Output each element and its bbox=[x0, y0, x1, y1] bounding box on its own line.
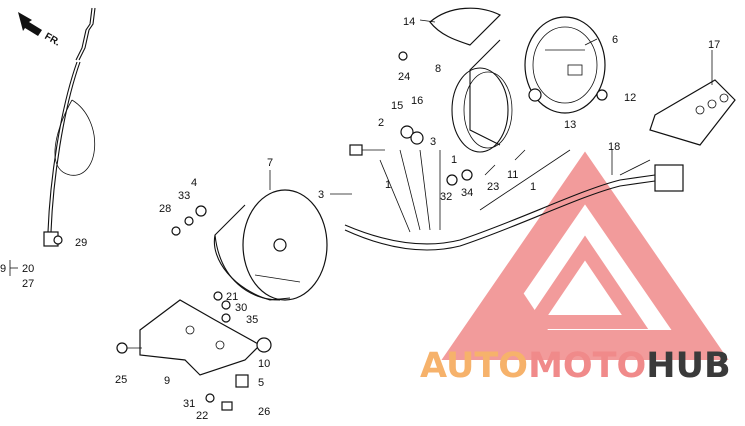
watermark-logo bbox=[441, 151, 729, 360]
top-visor bbox=[429, 7, 502, 46]
leader-lines bbox=[9, 19, 713, 276]
watermark-part2: MOTO bbox=[528, 346, 646, 386]
speedometer-cable bbox=[43, 7, 96, 247]
label-27: 27 bbox=[22, 278, 34, 290]
label-10: 10 bbox=[258, 358, 270, 370]
label-13: 13 bbox=[564, 119, 576, 131]
label-14: 14 bbox=[403, 16, 415, 28]
label-32: 32 bbox=[440, 191, 452, 203]
labels: 14 6 17 24 8 12 15 16 2 13 3 18 1 7 11 2… bbox=[0, 16, 720, 422]
label-15: 15 bbox=[391, 100, 403, 112]
meter-housing bbox=[213, 189, 328, 301]
label-1b: 1 bbox=[385, 179, 391, 191]
watermark-part1: AUTO bbox=[420, 346, 528, 386]
speedometer-unit bbox=[469, 16, 606, 146]
label-22: 22 bbox=[196, 410, 208, 422]
label-31: 31 bbox=[183, 398, 195, 410]
label-25: 25 bbox=[115, 374, 127, 386]
label-1c: 1 bbox=[530, 181, 536, 193]
watermark-part3: HUB bbox=[646, 346, 730, 386]
lower-bracket bbox=[116, 299, 272, 411]
label-9a: 9 bbox=[0, 263, 6, 275]
meter-gasket bbox=[451, 67, 513, 153]
label-17: 17 bbox=[708, 39, 720, 51]
label-12: 12 bbox=[624, 92, 636, 104]
indicator-panel bbox=[649, 79, 736, 146]
label-30: 30 bbox=[235, 302, 247, 314]
label-20: 20 bbox=[22, 263, 34, 275]
label-28: 28 bbox=[159, 203, 171, 215]
label-4: 4 bbox=[191, 177, 197, 189]
label-9b: 9 bbox=[164, 375, 170, 387]
label-24: 24 bbox=[398, 71, 410, 83]
direction-arrow: FR. bbox=[18, 12, 62, 49]
watermark-text: AUTOMOTOHUB bbox=[420, 346, 731, 386]
label-18: 18 bbox=[608, 141, 620, 153]
label-3a: 3 bbox=[430, 136, 436, 148]
label-26: 26 bbox=[258, 406, 270, 418]
label-7: 7 bbox=[267, 157, 273, 169]
label-1a: 1 bbox=[451, 154, 457, 166]
label-35: 35 bbox=[246, 314, 258, 326]
label-23: 23 bbox=[487, 181, 499, 193]
wiring-harness bbox=[344, 144, 684, 251]
label-2: 2 bbox=[378, 117, 384, 129]
label-3b: 3 bbox=[318, 189, 324, 201]
label-33: 33 bbox=[178, 190, 190, 202]
label-5: 5 bbox=[258, 377, 264, 389]
label-6: 6 bbox=[612, 34, 618, 46]
label-29: 29 bbox=[75, 237, 87, 249]
fasteners bbox=[171, 51, 608, 403]
direction-label: FR. bbox=[43, 31, 63, 49]
label-21: 21 bbox=[226, 291, 238, 303]
label-11: 11 bbox=[507, 169, 518, 181]
label-34: 34 bbox=[461, 187, 473, 199]
label-16: 16 bbox=[411, 95, 423, 107]
label-8: 8 bbox=[435, 63, 441, 75]
